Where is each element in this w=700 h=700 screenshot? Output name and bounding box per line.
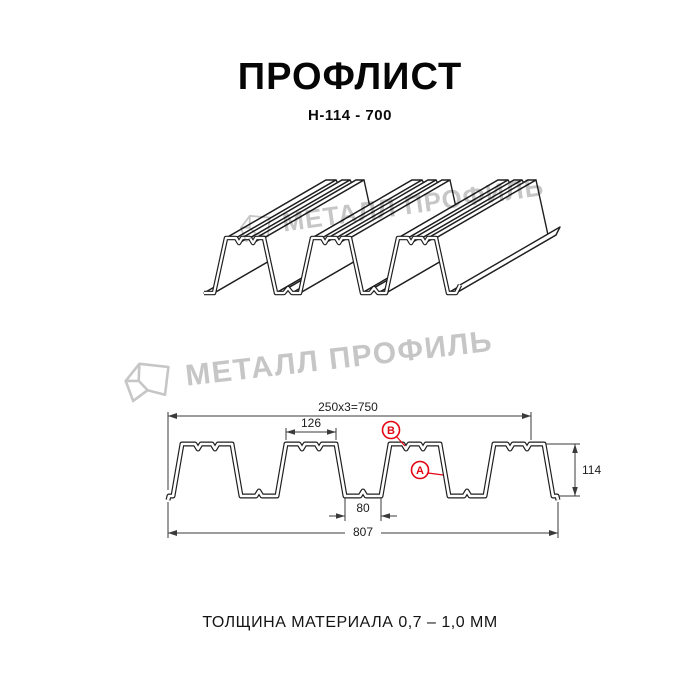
dim-label-backing — [345, 526, 381, 539]
marker-side-b: В — [381, 420, 406, 447]
cross-section-outline-inner — [166, 442, 560, 501]
marker-a-circle — [410, 460, 430, 480]
dimension-lines — [167, 412, 580, 538]
profile-model-subtitle: Н-114 - 700 — [308, 107, 392, 124]
marker-b-circle — [381, 420, 401, 440]
profile-cross-section-drawing: 250x3=750 126 80 807 114 В А — [165, 400, 601, 539]
dim-label-working-width: 250x3=750 — [318, 400, 378, 414]
header: ПРОФЛИСТ Н-114 - 700 — [0, 56, 700, 124]
dim-label-overall-width: 807 — [353, 525, 373, 539]
page-title: ПРОФЛИСТ — [237, 56, 463, 98]
profile-3d-drawing — [203, 179, 561, 296]
marker-a-leader-line — [427, 472, 444, 476]
material-thickness-caption: ТОЛЩИНА МАТЕРИАЛА 0,7 – 1,0 ММ — [202, 614, 498, 631]
marker-b-leader-line — [395, 435, 406, 447]
marker-a-label: А — [416, 465, 424, 477]
brand-watermark-text: МЕТАЛЛ ПРОФИЛЬ — [183, 324, 495, 393]
marker-b-label: В — [387, 425, 395, 437]
dim-label-rib-bottom-width: 80 — [356, 501, 370, 515]
marker-side-a: А — [410, 460, 444, 480]
dim-label-profile-height: 114 — [582, 463, 601, 477]
dim-label-rib-top-width: 126 — [301, 416, 321, 430]
dimension-arrows — [168, 413, 578, 536]
